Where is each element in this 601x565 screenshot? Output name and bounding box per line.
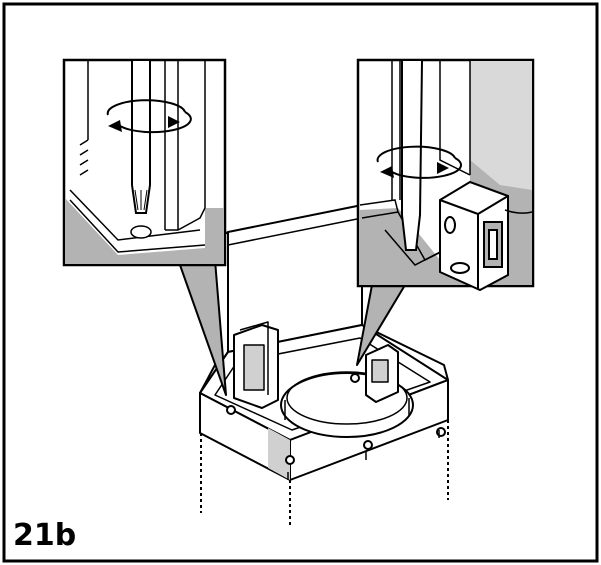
- figure-number: 21b: [13, 518, 77, 553]
- callout-right: [356, 58, 535, 366]
- power-connector: [439, 180, 509, 292]
- hood-housing: [199, 204, 449, 481]
- screwdriver-left: [131, 61, 151, 214]
- mounting-guide-lines: [200, 420, 449, 525]
- screw-left: [130, 225, 152, 239]
- rotation-arrow-left: [106, 99, 186, 116]
- callout-left: [62, 58, 227, 396]
- rotation-arrow-right: [376, 145, 456, 163]
- screwdriver-right: [401, 60, 423, 251]
